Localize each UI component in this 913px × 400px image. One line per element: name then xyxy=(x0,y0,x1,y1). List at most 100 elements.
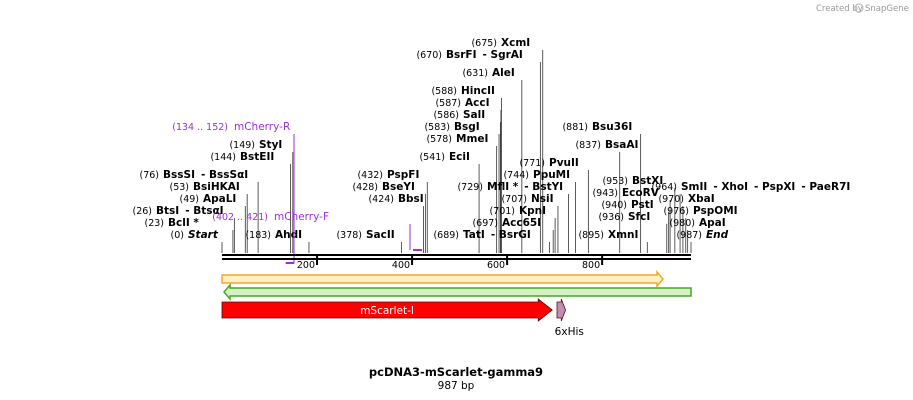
feature-6xhis[interactable]: 6xHis xyxy=(555,298,584,338)
feature-label: mScarlet-I xyxy=(360,305,414,317)
site-position: (881) xyxy=(562,122,588,133)
site-alei[interactable]: (631)AleI xyxy=(462,67,523,253)
site-name-label: TatI xyxy=(463,229,485,241)
site-name-label: XmnI xyxy=(608,229,638,241)
site-bstxi[interactable]: (953)BstXI xyxy=(602,175,676,253)
site-end[interactable]: (987)End xyxy=(676,229,729,253)
ruler-tick-label: 200 xyxy=(297,260,315,271)
site-position: (970) xyxy=(658,194,684,205)
site-name-label: EcoRV xyxy=(622,187,660,199)
ruler-tick-label: 400 xyxy=(392,260,410,271)
site-bbsi[interactable]: (424) BbsI xyxy=(368,193,424,253)
primer-mcherry-r[interactable]: (134 .. 152)mCherry-R xyxy=(172,121,295,264)
site-name-label: SacII xyxy=(366,229,395,241)
site-bseyi[interactable]: (428) BseYI xyxy=(352,181,426,253)
feature-mscarlet-i[interactable]: mScarlet-I xyxy=(221,298,553,322)
site-ppumi[interactable]: (744) PpuMI xyxy=(503,169,576,253)
site-name-label: SalI xyxy=(463,109,485,121)
feature-arrow xyxy=(221,298,553,322)
site-name-label: BsiHKAI xyxy=(193,181,240,193)
site-position: (0) xyxy=(171,230,184,241)
site-bsu36i[interactable]: (881) Bsu36I xyxy=(562,121,642,253)
site-pspfi[interactable]: (432)PspFI xyxy=(357,169,428,253)
site-xcmi[interactable]: (675)XcmI xyxy=(471,37,544,253)
site-position: (587) xyxy=(435,98,461,109)
site-position: (183) xyxy=(245,230,271,241)
site-mmei[interactable]: (578)MmeI xyxy=(426,133,498,253)
site-btsi[interactable]: (26)BtsI- BtsαI xyxy=(132,205,235,253)
site-position: (428) xyxy=(352,182,378,193)
site-position: (987) xyxy=(676,230,702,241)
site-psti[interactable]: (940)PstI xyxy=(601,199,670,253)
site-name-label: Bsu36I xyxy=(592,121,632,133)
site-name-label: AccI xyxy=(465,97,489,109)
site-sacii[interactable]: (378)SacII xyxy=(336,229,403,253)
site-name-label: BsaAI xyxy=(605,139,638,151)
site-name-label: XbaI xyxy=(688,193,715,205)
site-smii[interactable]: (964)SmII- XhoI- PspXI- PaeR7I xyxy=(651,181,850,253)
site-xmni[interactable]: (895)XmnI xyxy=(578,229,648,253)
site-name-label: PspOMI xyxy=(693,205,738,217)
site-position: (771) xyxy=(519,158,545,169)
site-ahdi[interactable]: (183)AhdI xyxy=(245,229,310,253)
site-name-label: StyI xyxy=(259,139,282,151)
site-mfli[interactable]: (729)MflI *- BstYI xyxy=(457,181,569,253)
site-position: (964) xyxy=(651,182,677,193)
site-pspomi[interactable]: (976) PspOMI xyxy=(663,205,738,253)
site-sali[interactable]: (586)SalI xyxy=(433,109,501,253)
site-position: (583) xyxy=(424,122,450,133)
site-kpni[interactable]: (701)KpnI xyxy=(489,205,556,253)
site-bcli[interactable]: (23) BclI * xyxy=(144,217,234,253)
site-bsssi[interactable]: (76)BssSI- BssSαI xyxy=(139,169,259,253)
site-position: (744) xyxy=(503,170,529,181)
site-start[interactable]: (0)Start xyxy=(171,229,223,253)
site-position: (588) xyxy=(431,86,457,97)
site-position: (424) xyxy=(368,194,394,205)
site-bsteii[interactable]: (144)BstEII xyxy=(210,151,291,253)
site-name-label: BssSI xyxy=(163,169,195,181)
site-position: (144) xyxy=(210,152,236,163)
site-position: (936) xyxy=(598,212,624,223)
site-name-label: BsgI xyxy=(454,121,480,133)
site-name-label: PpuMI xyxy=(533,169,570,181)
site-pvuii[interactable]: (771)PvuII xyxy=(519,157,589,253)
site-tati[interactable]: (689)TatI- BsrGI xyxy=(433,229,550,253)
site-name-label: XcmI xyxy=(501,37,530,49)
site-name-label: BseYI xyxy=(382,181,415,193)
site-bsihkai[interactable]: (53)BsiHKAI xyxy=(169,181,248,253)
site-position: (943) xyxy=(592,188,618,199)
site-bsgi[interactable]: (583) BsgI xyxy=(424,121,500,253)
forward-strand-arrow xyxy=(221,269,664,289)
strand-arrows xyxy=(221,269,692,302)
site-styi[interactable]: (149)StyI xyxy=(229,139,294,253)
site-name-label: BclI * xyxy=(168,217,199,229)
site-acc65i[interactable]: (697)Acc65I xyxy=(472,217,554,253)
site-xbai[interactable]: (970) XbaI xyxy=(658,193,715,253)
site-position: (23) xyxy=(144,218,164,229)
site-name-label: EciI xyxy=(449,151,470,163)
site-apali[interactable]: (49)ApaLI xyxy=(179,193,246,253)
site-name-label: BbsI xyxy=(398,193,424,205)
primer-name: mCherry-F xyxy=(274,211,329,223)
site-name-label: HincII xyxy=(461,85,495,97)
site-name-label: MflI * xyxy=(487,181,519,193)
site-bsrfi[interactable]: (670)BsrFI- SgrAI xyxy=(416,49,541,253)
site-position: (953) xyxy=(602,176,628,187)
site-hincii[interactable]: (588) HincII xyxy=(431,85,502,253)
site-position: (976) xyxy=(663,206,689,217)
site-sfci[interactable]: (936)SfcI xyxy=(598,211,668,253)
site-bsaai[interactable]: (837)BsaAI xyxy=(575,139,638,253)
site-acci[interactable]: (587) AccI xyxy=(435,97,502,253)
credit-brand: SnapGene xyxy=(865,4,909,14)
site-nsii[interactable]: (707)NsiI xyxy=(501,193,559,253)
site-ecorv[interactable]: (943) EcoRV xyxy=(592,187,671,253)
site-name-label4: - PaeR7I xyxy=(801,181,850,193)
primer-mcherry-f[interactable]: (402 .. 421)mCherry-F xyxy=(212,211,423,251)
snapgene-credit: Created by SnapGene xyxy=(816,3,909,14)
credit-prefix: Created by xyxy=(816,4,863,14)
site-ecii[interactable]: (541)EciI xyxy=(419,151,480,253)
site-name-label: Acc65I xyxy=(502,217,541,229)
site-apai[interactable]: (980)ApaI xyxy=(669,217,726,253)
site-position: (670) xyxy=(416,50,442,61)
